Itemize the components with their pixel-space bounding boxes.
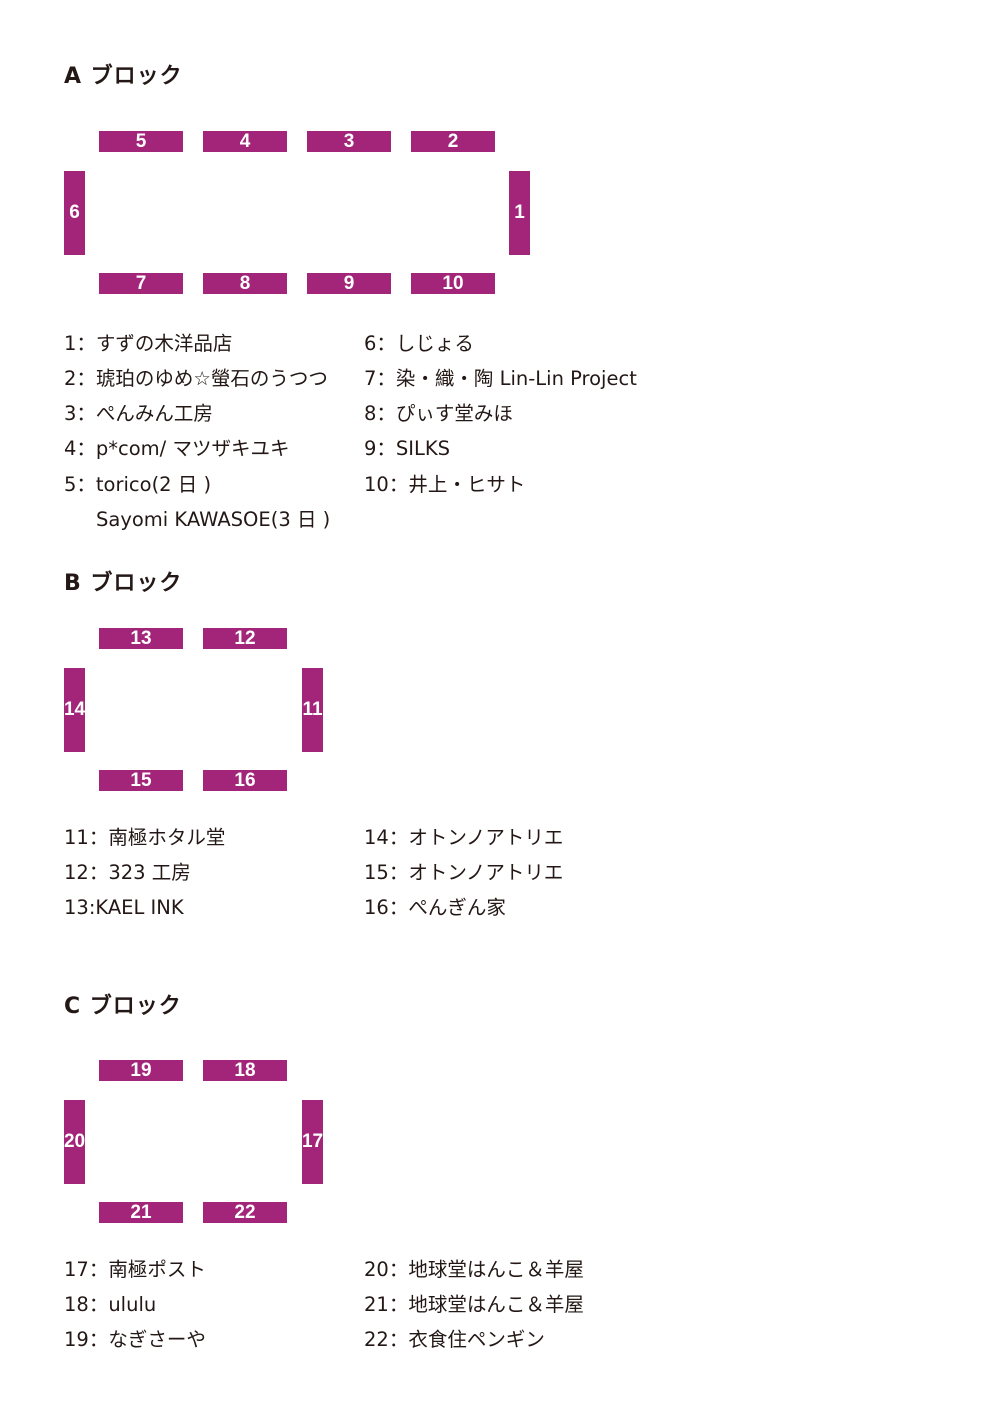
legend-entry: 13:KAEL INK: [64, 896, 184, 919]
legend-entry: 2：琥珀のゆめ☆螢石のうつつ: [64, 367, 328, 390]
legend-entry: 1：すずの木洋品店: [64, 332, 233, 355]
legend-entry: 8：ぴぃす堂みほ: [364, 402, 513, 425]
legend-entry: 10：井上・ヒサト: [364, 473, 526, 496]
legend-entry: 18：ululu: [64, 1293, 157, 1316]
booth-1: 1: [509, 171, 530, 255]
booth-19: 19: [99, 1060, 183, 1081]
booth-13: 13: [99, 628, 183, 649]
legend-entry: 21：地球堂はんこ＆羊屋: [364, 1293, 584, 1316]
legend-entry: 4：p*com/ マツザキユキ: [64, 437, 290, 460]
legend-entry: Sayomi KAWASOE(3 日 ): [96, 508, 331, 531]
legend-entry: 19：なぎさーや: [64, 1328, 206, 1351]
legend-entry: 15：オトンノアトリエ: [364, 861, 564, 884]
legend-entry: 3：ぺんみん工房: [64, 402, 213, 425]
booth-12: 12: [203, 628, 287, 649]
booth-18: 18: [203, 1060, 287, 1081]
legend-entry: 16：ぺんぎん家: [364, 896, 506, 919]
booth-22: 22: [203, 1202, 287, 1223]
booth-6: 6: [64, 171, 85, 255]
booth-14: 14: [64, 668, 85, 752]
booth-5: 5: [99, 131, 183, 152]
booth-20: 20: [64, 1100, 85, 1184]
legend-entry: 6：しじょる: [364, 332, 474, 355]
legend-entry: 9：SILKS: [364, 437, 451, 460]
booth-3: 3: [307, 131, 391, 152]
booth-2: 2: [411, 131, 495, 152]
legend-entry: 22：衣食住ペンギン: [364, 1328, 545, 1351]
booth-8: 8: [203, 273, 287, 294]
legend-entry: 5：torico(2 日 ): [64, 473, 212, 496]
legend-entry: 14：オトンノアトリエ: [364, 826, 564, 849]
legend-entry: 20：地球堂はんこ＆羊屋: [364, 1258, 584, 1281]
legend-entry: 7：染・織・陶 Lin-Lin Project: [364, 367, 637, 390]
booth-7: 7: [99, 273, 183, 294]
booth-15: 15: [99, 770, 183, 791]
booth-10: 10: [411, 273, 495, 294]
booth-11: 11: [302, 668, 323, 752]
block-c-title: C ブロック: [64, 994, 182, 1019]
legend-entry: 17：南極ポスト: [64, 1258, 206, 1281]
booth-17: 17: [302, 1100, 323, 1184]
legend-entry: 12：323 工房: [64, 861, 191, 884]
booth-4: 4: [203, 131, 287, 152]
booth-21: 21: [99, 1202, 183, 1223]
block-b-title: B ブロック: [64, 571, 183, 596]
block-a-title: A ブロック: [64, 64, 183, 89]
booth-9: 9: [307, 273, 391, 294]
legend-entry: 11：南極ホタル堂: [64, 826, 226, 849]
booth-16: 16: [203, 770, 287, 791]
